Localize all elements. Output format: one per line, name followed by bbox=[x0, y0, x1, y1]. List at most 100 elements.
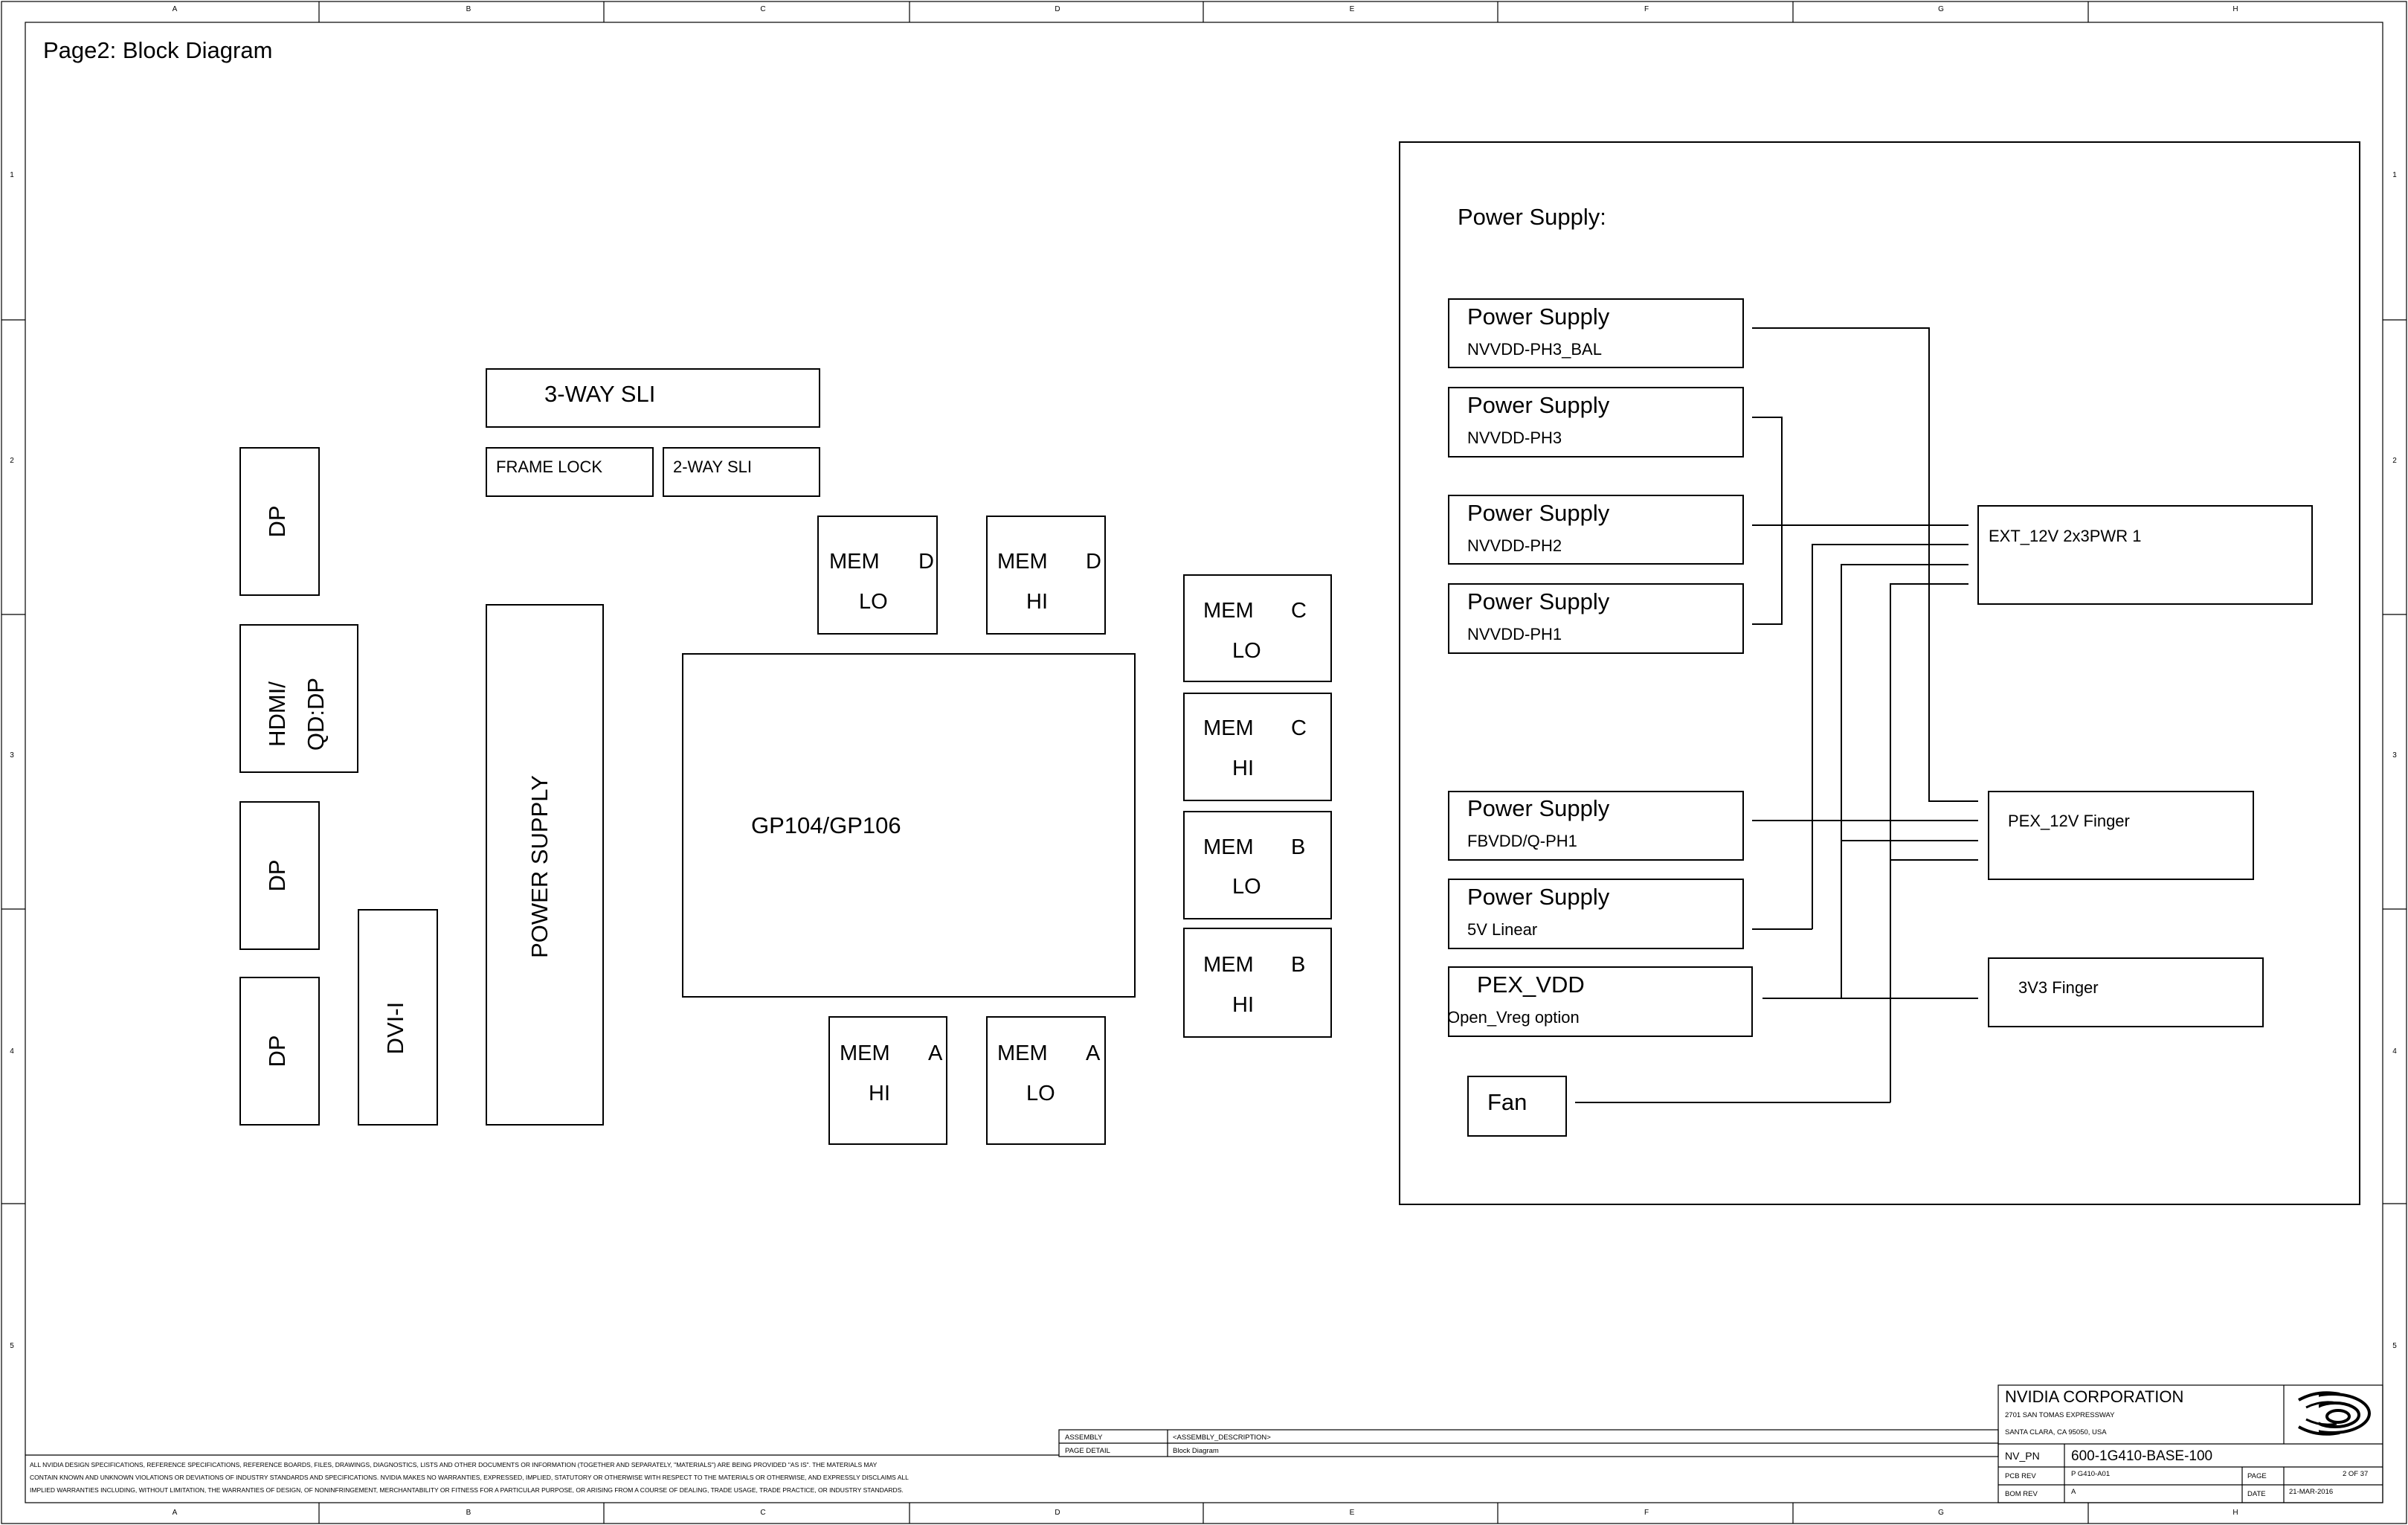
nvidia-logo-icon bbox=[2288, 1391, 2371, 1436]
zone-row-2-right: 2 bbox=[2392, 457, 2397, 465]
pex-vdd-title: PEX_VDD bbox=[1477, 972, 1585, 998]
assembly-value: <ASSEMBLY_DESCRIPTION> bbox=[1173, 1434, 1271, 1442]
ps-nvvdd-ph2-block bbox=[1448, 495, 1744, 565]
sli2-label: 2-WAY SLI bbox=[673, 458, 752, 476]
memory-blocks: MEM D LO MEM D HI MEM C LO MEM C HI MEM … bbox=[817, 516, 1332, 1145]
power-supply-label: POWER SUPPLY bbox=[527, 775, 553, 958]
power-supply-section: Power Supply: Power Supply NVVDD-PH3_BAL… bbox=[1399, 141, 2360, 1205]
ps-nvvdd-ph3-bal-sub: NVVDD-PH3_BAL bbox=[1467, 340, 1602, 359]
mem-a-lo-name: MEM bbox=[997, 1041, 1048, 1065]
frame-lock-label: FRAME LOCK bbox=[496, 458, 602, 476]
mem-a-hi-channel: A bbox=[928, 1041, 943, 1065]
mem-b-lo-part: LO bbox=[1232, 875, 1261, 899]
zone-col-a: A bbox=[173, 5, 178, 13]
nvpn-label: NV_PN bbox=[2005, 1450, 2040, 1462]
bom-rev-value: A bbox=[2071, 1488, 2076, 1496]
dp-connector-2-label: DP bbox=[264, 859, 290, 891]
ps-fbvdd-title: Power Supply bbox=[1467, 795, 1610, 821]
zone-col-f: F bbox=[1644, 5, 1649, 13]
pex-12v-finger-block bbox=[1988, 791, 2254, 880]
pex-vdd-sub: Open_Vreg option bbox=[1447, 1008, 1580, 1027]
zone-row-3: 3 bbox=[10, 751, 14, 760]
zone-col-g-bottom: G bbox=[1938, 1509, 1944, 1517]
pcb-rev-label: PCB REV bbox=[2005, 1472, 2036, 1480]
company-address-1: 2701 SAN TOMAS EXPRESSWAY bbox=[2005, 1411, 2115, 1419]
ps-nvvdd-ph2-title: Power Supply bbox=[1467, 500, 1610, 526]
page-label: PAGE bbox=[2247, 1472, 2267, 1480]
display-outputs: DP HDMI/ QD:DP DP DP DVI-I bbox=[239, 447, 438, 1126]
ps-nvvdd-ph1-sub: NVVDD-PH1 bbox=[1467, 625, 1562, 643]
mem-c-lo-channel: C bbox=[1291, 599, 1307, 623]
mem-c-lo-name: MEM bbox=[1203, 599, 1254, 623]
zone-row-1-right: 1 bbox=[2392, 171, 2397, 179]
power-supply-block bbox=[486, 604, 604, 1126]
mem-c-hi-channel: C bbox=[1291, 716, 1307, 740]
hdmi-connector bbox=[239, 624, 358, 773]
gpu-block bbox=[682, 653, 1136, 998]
zone-row-5: 5 bbox=[10, 1342, 14, 1350]
mem-d-hi-part: HI bbox=[1026, 590, 1048, 614]
zone-row-1: 1 bbox=[10, 171, 14, 179]
zone-col-c: C bbox=[760, 5, 765, 13]
mem-b-hi-part: HI bbox=[1232, 993, 1254, 1017]
company-name: NVIDIA CORPORATION bbox=[2005, 1387, 2183, 1406]
ps-5v-linear-block bbox=[1448, 879, 1744, 949]
frame-lock-block bbox=[486, 447, 654, 497]
pex-vdd-block bbox=[1448, 966, 1753, 1037]
zone-col-b-bottom: B bbox=[466, 1509, 471, 1517]
dp-connector-3-label: DP bbox=[264, 1035, 290, 1067]
date-value: 21-MAR-2016 bbox=[2289, 1488, 2333, 1496]
disclaimer-line-1: ALL NVIDIA DESIGN SPECIFICATIONS, REFERE… bbox=[30, 1461, 878, 1468]
mem-a-lo-channel: A bbox=[1086, 1041, 1101, 1065]
mem-d-lo-block bbox=[817, 516, 938, 635]
ps-nvvdd-ph3-bal-title: Power Supply bbox=[1467, 304, 1610, 330]
ps-nvvdd-ph3-bal-block bbox=[1448, 298, 1744, 368]
zone-row-4-right: 4 bbox=[2392, 1047, 2397, 1056]
v3v3-finger-block bbox=[1988, 957, 2264, 1027]
v3v3-finger-label: 3V3 Finger bbox=[2018, 978, 2099, 997]
sli2-block bbox=[663, 447, 820, 497]
dvi-connector bbox=[358, 909, 438, 1126]
zone-row-labels: 1 2 3 4 5 1 2 3 4 5 bbox=[10, 171, 2397, 1350]
pex-12v-finger-label: PEX_12V Finger bbox=[2008, 812, 2130, 830]
ps-nvvdd-ph2-sub: NVVDD-PH2 bbox=[1467, 536, 1562, 555]
mem-c-lo-block bbox=[1183, 574, 1332, 682]
date-label: DATE bbox=[2247, 1490, 2266, 1498]
mem-c-hi-name: MEM bbox=[1203, 716, 1254, 740]
zone-col-f-bottom: F bbox=[1644, 1509, 1649, 1517]
disclaimer-line-3: IMPLIED WARRANTIES INCLUDING, WITHOUT LI… bbox=[30, 1486, 904, 1494]
inner-border bbox=[25, 22, 2383, 1503]
zone-col-g: G bbox=[1938, 5, 1944, 13]
pcb-rev-value: P G410-A01 bbox=[2071, 1470, 2110, 1478]
zone-row-3-right: 3 bbox=[2392, 751, 2397, 760]
mem-a-lo-part: LO bbox=[1026, 1082, 1055, 1105]
mem-b-lo-block bbox=[1183, 811, 1332, 919]
dp-connector-3 bbox=[239, 977, 320, 1126]
nvpn-value: 600-1G410-BASE-100 bbox=[2071, 1448, 2212, 1464]
mem-a-hi-name: MEM bbox=[840, 1041, 890, 1065]
dp-connector-1 bbox=[239, 447, 320, 596]
ps-nvvdd-ph3-title: Power Supply bbox=[1467, 392, 1610, 418]
zone-col-d: D bbox=[1055, 5, 1060, 13]
ps-5v-linear-title: Power Supply bbox=[1467, 884, 1610, 910]
title-block: ASSEMBLY <ASSEMBLY_DESCRIPTION> PAGE DET… bbox=[1058, 1384, 2383, 1503]
page-detail-label: PAGE DETAIL bbox=[1065, 1447, 1110, 1455]
power-wires bbox=[1575, 327, 1978, 1103]
ext-12v-connector-block bbox=[1977, 505, 2313, 605]
ps-fbvdd-sub: FBVDD/Q-PH1 bbox=[1467, 832, 1577, 850]
legal-disclaimer: ALL NVIDIA DESIGN SPECIFICATIONS, REFERE… bbox=[25, 1454, 1059, 1494]
ps-nvvdd-ph3-sub: NVVDD-PH3 bbox=[1467, 428, 1562, 447]
zone-row-5-right: 5 bbox=[2392, 1342, 2397, 1350]
sli-blocks: 3-WAY SLI FRAME LOCK 2-WAY SLI bbox=[486, 368, 820, 497]
mem-d-lo-channel: D bbox=[918, 550, 934, 574]
power-section-frame bbox=[1399, 141, 2360, 1205]
hdmi-connector-label-2: QD:DP bbox=[303, 678, 329, 751]
mem-a-hi-part: HI bbox=[869, 1082, 890, 1105]
mem-c-hi-part: HI bbox=[1232, 757, 1254, 780]
dp-connector-2 bbox=[239, 801, 320, 950]
page-title: Page2: Block Diagram bbox=[43, 37, 272, 63]
sli3-block bbox=[486, 368, 820, 428]
fan-label: Fan bbox=[1487, 1089, 1527, 1115]
